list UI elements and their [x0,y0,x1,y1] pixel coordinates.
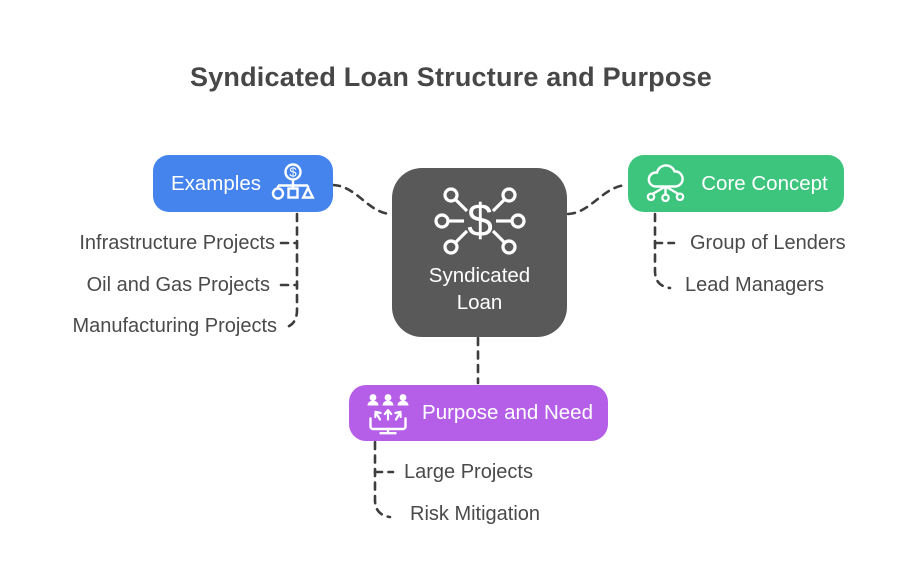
examples-label: Examples [170,171,261,195]
hierarchy-money-icon: $ [271,163,315,200]
cloud-network-icon [646,163,685,202]
node-examples: Examples $ [153,155,333,212]
leaf-group-of-lenders: Group of Lenders [690,232,846,254]
money-network-icon: $ [433,187,526,255]
connector-examples-spine [282,212,299,330]
connector-purpose-spine [373,440,392,519]
connector-examples-to-center [331,183,393,216]
team-upload-icon [367,393,409,434]
node-purpose-and-need: Purpose and Need [349,385,608,441]
leaf-oil-and-gas-projects: Oil and Gas Projects [86,274,270,296]
purpose-and-need-label: Purpose and Need [422,401,593,424]
diagram-title: Syndicated Loan Structure and Purpose [190,62,712,92]
center-node-label: Syndicated Loan [428,264,531,314]
leaf-manufacturing-projects: Manufacturing Projects [72,315,277,337]
leaf-infrastructure-projects: Infrastructure Projects [79,232,275,254]
svg-text:$: $ [467,194,493,246]
svg-text:$: $ [289,165,297,180]
leaf-lead-managers: Lead Managers [685,274,824,296]
node-core-concept: Core Concept [628,155,844,212]
core-concept-label: Core Concept [701,171,828,195]
leaf-risk-mitigation: Risk Mitigation [410,503,541,525]
leaf-large-projects: Large Projects [404,461,533,483]
node-syndicated-loan: $ Syndicated Loan [392,168,567,337]
connector-core-spine [653,212,672,290]
connector-center-to-core [566,183,629,216]
